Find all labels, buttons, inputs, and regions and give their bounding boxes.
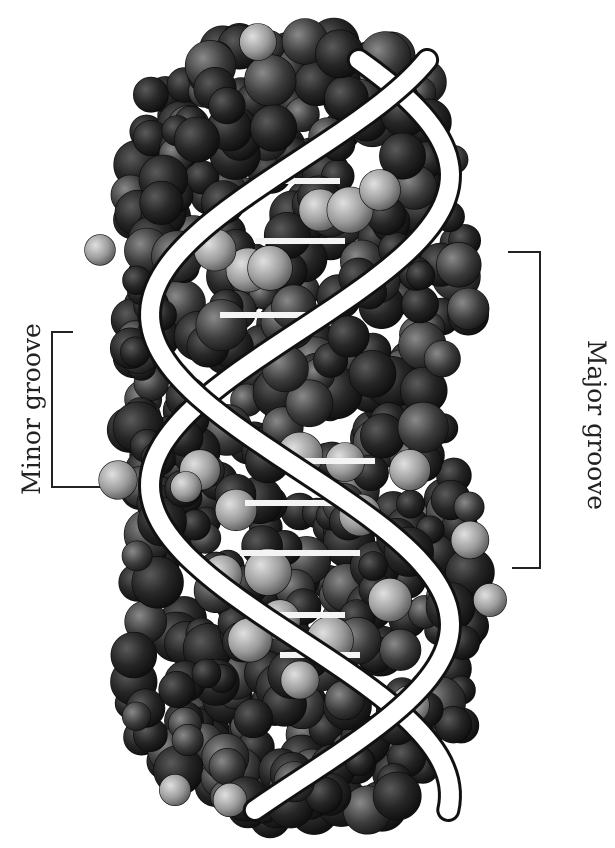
atom-sphere [436, 242, 481, 287]
atom-sphere [133, 77, 168, 112]
atom-sphere [172, 724, 203, 755]
minor-groove-label: Minor groove [17, 323, 46, 495]
atom-sphere [473, 583, 506, 616]
base-pair-atom [281, 661, 319, 699]
atom-sphere [250, 105, 296, 151]
atom-sphere [396, 490, 424, 518]
atom-sphere [213, 783, 247, 817]
atom-sphere [122, 541, 152, 571]
major-groove-label: Major groove [582, 340, 611, 510]
atom-sphere [244, 55, 296, 107]
base-pair-rung [240, 550, 360, 556]
base-pair-atom [215, 489, 257, 531]
atom-sphere [140, 181, 183, 224]
atom-sphere [451, 521, 489, 559]
minor-groove-bracket [52, 332, 100, 487]
atom-sphere [171, 472, 202, 503]
atom-sphere [240, 24, 277, 61]
major-groove-annotation: Major groove [508, 252, 611, 568]
atom-sphere [234, 699, 273, 738]
major-groove-bracket [508, 252, 540, 568]
atom-sphere [359, 552, 388, 581]
atom-sphere [402, 286, 439, 323]
atom-sphere [159, 774, 190, 805]
minor-groove-annotation: Minor groove [17, 323, 100, 495]
atom-sphere [122, 702, 151, 731]
atom-sphere [380, 629, 421, 670]
atom-sphere [111, 632, 157, 678]
atom-sphere [360, 414, 404, 458]
base-pair-atom [248, 246, 293, 291]
atom-sphere [448, 288, 490, 330]
base-pair-atom [368, 578, 411, 621]
atom-sphere [407, 261, 435, 289]
atom-sphere [192, 659, 221, 688]
atom-sphere [159, 671, 196, 708]
atom-sphere [85, 235, 116, 266]
atom-sphere [209, 87, 246, 124]
atom-sphere [398, 402, 448, 452]
atom-sphere [424, 341, 460, 377]
base-pair-atom [390, 450, 431, 491]
atom-sphere [349, 350, 396, 397]
base-pair-rung [255, 238, 345, 244]
base-pair-atom [360, 170, 401, 211]
atom-sphere [454, 492, 484, 522]
atom-sphere [373, 772, 421, 820]
atom-sphere [174, 117, 219, 162]
atom-sphere [99, 461, 138, 500]
atom-sphere [196, 300, 247, 351]
